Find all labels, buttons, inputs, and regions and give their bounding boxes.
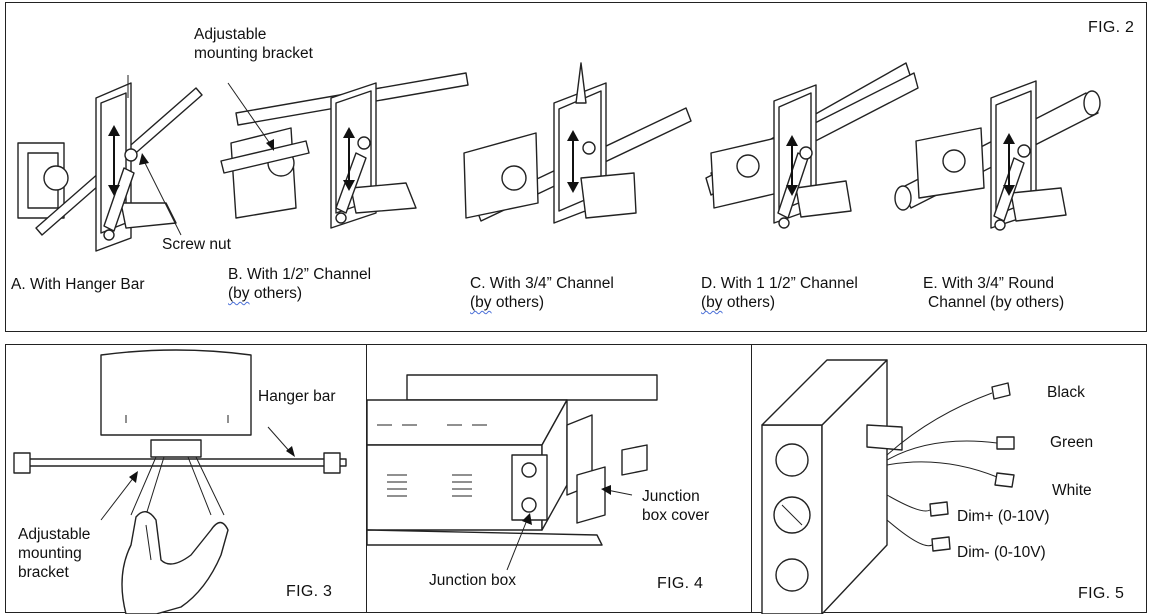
- fig2-tag: FIG. 2: [1088, 19, 1135, 36]
- caption-line: C. With 3/4” Channel: [470, 275, 614, 292]
- fig5-tag: FIG. 5: [1078, 585, 1125, 602]
- label-line: Junction: [642, 488, 700, 505]
- wire-green-label: Green: [1050, 434, 1094, 451]
- fig2-panel: Adjustable mounting bracket Screw nut FI…: [5, 2, 1147, 332]
- wire-dimplus-label: Dim+ (0-10V): [957, 508, 1050, 525]
- caption-line: (by: [228, 285, 250, 302]
- caption-line: A. With Hanger Bar: [11, 276, 145, 293]
- caption-line: (by: [470, 294, 492, 311]
- screw-nut-callout: Screw nut: [162, 236, 231, 253]
- wire-dimminus-label: Dim- (0-10V): [957, 544, 1046, 561]
- callout-line: Adjustable: [194, 26, 267, 43]
- hanger-bar-label: Hanger bar: [258, 388, 336, 405]
- fig4-illustration: [367, 374, 658, 571]
- caption-line: B. With 1/2” Channel: [228, 266, 372, 283]
- caption-e: E. With 3/4” Round Channel (by others): [923, 274, 1064, 312]
- bracket-illustration-b: [220, 72, 469, 229]
- wire-black-label: Black: [1047, 384, 1085, 401]
- bracket-illustration-e: [894, 80, 1101, 231]
- caption-a: A. With Hanger Bar: [11, 275, 145, 294]
- caption-line: Channel (by others): [928, 294, 1065, 311]
- fig3-illustration: [13, 349, 347, 614]
- fig3-tag: FIG. 3: [286, 583, 333, 600]
- bracket-illustration-a: [17, 75, 203, 252]
- fig5-illustration: [761, 359, 1015, 614]
- adjustable-bracket-callout: Adjustable mounting bracket: [194, 25, 313, 63]
- label-line: box cover: [642, 507, 710, 524]
- caption-d: D. With 1 1/2” Channel (by others): [701, 274, 858, 312]
- label-line: mounting: [18, 545, 82, 562]
- label-line: bracket: [18, 564, 69, 581]
- label-line: Adjustable: [18, 526, 91, 543]
- callout-line: mounting bracket: [194, 45, 313, 62]
- junction-box-cover-label: Junction box cover: [642, 487, 709, 525]
- caption-line: D. With 1 1/2” Channel: [701, 275, 858, 292]
- caption-b: B. With 1/2” Channel (by others): [228, 265, 371, 303]
- fig4-tag: FIG. 4: [657, 575, 704, 592]
- caption-line: others): [249, 285, 303, 302]
- caption-c: C. With 3/4” Channel (by others): [470, 274, 614, 312]
- fig5-panel: Black Green White Dim+ (0-10V) Dim- (0-1…: [751, 344, 1147, 614]
- wire-white-label: White: [1052, 482, 1092, 499]
- fig2-illustrations: [17, 62, 1101, 252]
- caption-line: others): [722, 294, 776, 311]
- junction-box-label: Junction box: [429, 572, 517, 589]
- fig3-bracket-label: Adjustable mounting bracket: [18, 525, 90, 582]
- caption-line: others): [491, 294, 545, 311]
- fig3-panel: Hanger bar Adjustable mounting bracket F…: [5, 344, 367, 614]
- bracket-illustration-c: [463, 62, 692, 224]
- fig4-panel: Junction box cover Junction box FIG. 4: [366, 344, 752, 613]
- caption-line: E. With 3/4” Round: [923, 275, 1054, 292]
- bracket-illustration-d: [705, 62, 919, 229]
- caption-line: (by: [701, 294, 723, 311]
